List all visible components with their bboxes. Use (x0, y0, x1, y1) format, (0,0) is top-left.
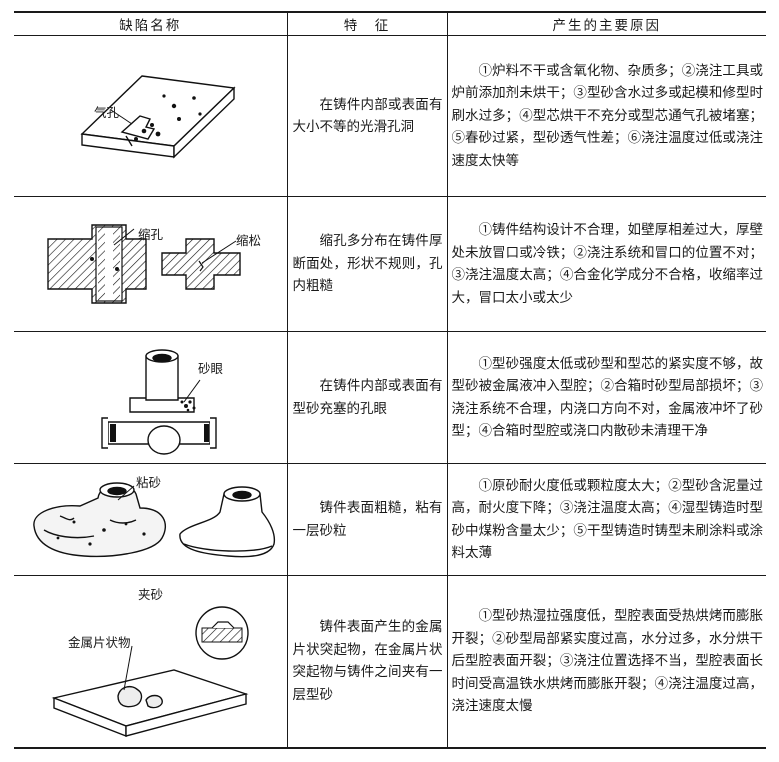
defect-label-secondary: 缩松 (236, 233, 262, 248)
gas-hole-illustration (80, 75, 236, 159)
defect-label: 夹砂 (138, 587, 164, 602)
illustration-cell: 砂眼 (14, 331, 288, 464)
cause-text: ①型砂强度太低或砂型和型芯的紧实度不够，故型砂被金属液冲入型腔；②合箱时砂型局部… (446, 331, 766, 464)
header-feature: 特 征 (286, 11, 448, 36)
feature-text: 铸件表面粗糙，粘有一层砂粒 (286, 463, 448, 576)
illustration-cell: 缩孔 缩松 (14, 196, 288, 332)
feature-text: 缩孔多分布在铸件厚断面处，形状不规则，孔内粗糙 (286, 196, 448, 332)
defect-label: 缩孔 (138, 227, 164, 242)
feature-text: 在铸件内部或表面有大小不等的光滑孔洞 (286, 35, 448, 197)
scab-illustration (51, 606, 249, 738)
cause-text: ①型砂热湿拉强度低，型腔表面受热烘烤而膨胀开裂；②砂型局部紧实度过高，水分过多，… (446, 575, 766, 749)
header-name: 缺陷名称 (14, 11, 288, 36)
illustration-cell: 夹砂 金属片状物 (14, 575, 288, 749)
defect-label-secondary: 金属片状物 (68, 635, 131, 650)
defect-table: 缺陷名称 特 征 产生的主要原因 (14, 11, 766, 749)
illustration-cell: 气孔 (14, 35, 288, 197)
table-row: 气孔 在铸件内部或表面有大小不等的光滑孔洞 ①炉料不干或含氧化物、杂质多；②浇注… (14, 35, 766, 197)
table-row: 夹砂 金属片状物 铸件表面产生的金属片状突起物，在金属片状突 (14, 575, 766, 749)
sand-burn-illustration (33, 482, 276, 558)
cause-text: ①铸件结构设计不合理，如壁厚相差过大，厚壁处未放冒口或冷铁；②浇注系统和冒口的位… (446, 196, 766, 332)
table-row: 砂眼 在铸件内部或表面有型砂充塞的孔眼 ①型砂强度太低或砂型和型芯的紧实度不够，… (14, 331, 766, 464)
cause-text: ①原砂耐火度低或颗粒度太大；②型砂含泥量过高，耐火度下降；③浇注温度太高；④湿型… (446, 463, 766, 576)
feature-text: 在铸件内部或表面有型砂充塞的孔眼 (286, 331, 448, 464)
sand-hole-illustration (101, 349, 217, 455)
cause-text: ①炉料不干或含氧化物、杂质多；②浇注工具或炉前添加剂未烘干；③型砂含水过多或起模… (446, 35, 766, 197)
header-row: 缺陷名称 特 征 产生的主要原因 (14, 11, 766, 36)
table-row: 缩孔 缩松 缩孔多分布在铸件厚断面处，形状不规则，孔内粗糙 ①铸件结构设计不合理… (14, 196, 766, 332)
table-row: 粘砂 铸件表面粗糙，粘有一层砂粒 ①原砂耐火度低或颗粒度太大；②型砂含泥量过高，… (14, 463, 766, 576)
defect-label: 砂眼 (198, 361, 224, 376)
defect-label: 粘砂 (136, 475, 162, 490)
shrinkage-illustration (47, 224, 241, 304)
illustration-cell: 粘砂 (14, 463, 288, 576)
header-cause: 产生的主要原因 (446, 11, 766, 36)
feature-text: 铸件表面产生的金属片状突起物，在金属片状突起物与铸件之间夹有一层型砂 (286, 575, 448, 749)
defect-label: 气孔 (94, 105, 120, 120)
